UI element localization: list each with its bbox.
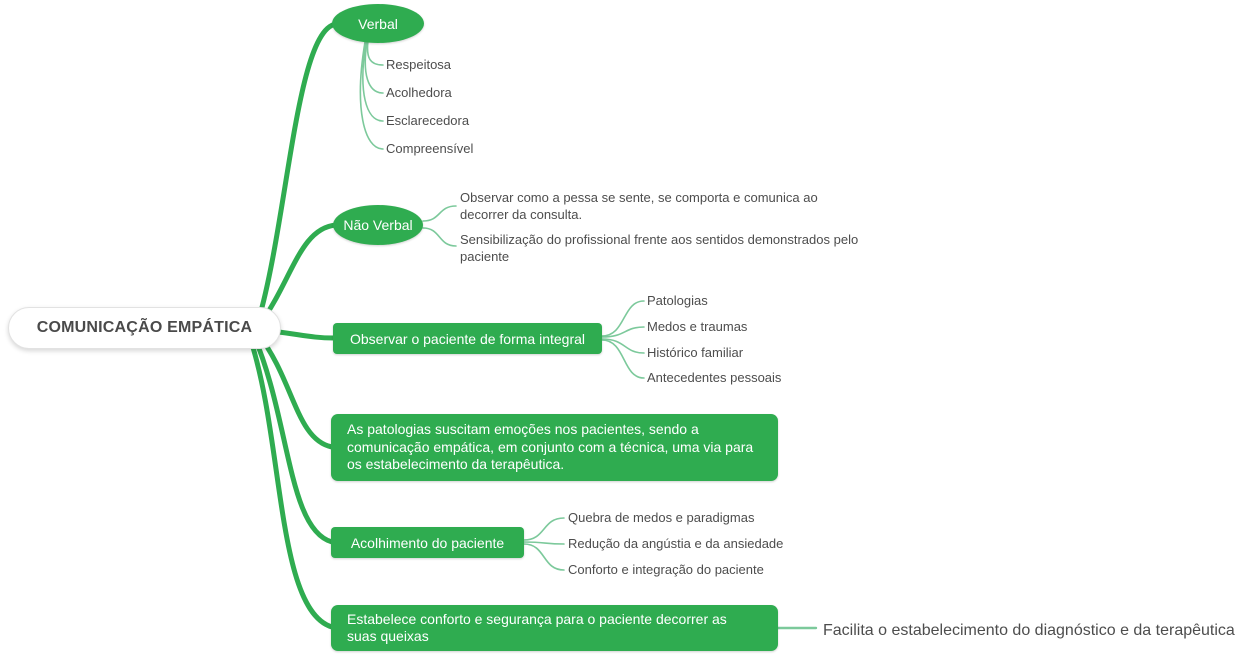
- branch-node-verbal[interactable]: Verbal: [332, 4, 424, 43]
- branch-node-acolhimento-paciente[interactable]: Acolhimento do paciente: [331, 527, 524, 558]
- leaf-antecedentes-pessoais[interactable]: Antecedentes pessoais: [647, 370, 782, 385]
- branch-node-nao-verbal[interactable]: Não Verbal: [333, 205, 423, 245]
- root-node-comunicacao-empatica[interactable]: COMUNICAÇÃO EMPÁTICA: [8, 307, 281, 349]
- leaf-esclarecedora[interactable]: Esclarecedora: [386, 113, 470, 128]
- leaf-historico-familiar[interactable]: Histórico familiar: [647, 345, 744, 360]
- leaf-acolhedora[interactable]: Acolhedora: [386, 85, 452, 100]
- leaf-reducao-angustia-ansiedade[interactable]: Redução da angústia e da ansiedade: [568, 536, 784, 551]
- leaf-conforto-integracao[interactable]: Conforto e integração do paciente: [568, 562, 764, 577]
- leaf-quebra-de-medos[interactable]: Quebra de medos e paradigmas: [568, 510, 755, 525]
- branch-node-observar-paciente-integral[interactable]: Observar o paciente de forma integral: [333, 323, 602, 354]
- branch-node-patologias-suscitam-emocoes[interactable]: As patologias suscitam emoções nos pacie…: [331, 414, 778, 481]
- leaf-patologias[interactable]: Patologias: [647, 293, 708, 308]
- leaf-compreensivel[interactable]: Compreensível: [386, 141, 474, 156]
- leaf-respeitosa[interactable]: Respeitosa: [386, 57, 452, 72]
- branch-node-estabelece-conforto-seguranca[interactable]: Estabelece conforto e segurança para o p…: [331, 605, 778, 651]
- leaf-sensibilizacao-do-profissional[interactable]: Sensibilização do profissional frente ao…: [460, 232, 859, 264]
- leaf-facilita-diagnostico-terapeutica[interactable]: Facilita o estabelecimento do diagnóstic…: [823, 622, 1235, 639]
- leaf-observar-como-a-pessa-se-sente[interactable]: Observar como a pessa se sente, se compo…: [460, 190, 818, 222]
- leaf-medos-e-traumas[interactable]: Medos e traumas: [647, 319, 748, 334]
